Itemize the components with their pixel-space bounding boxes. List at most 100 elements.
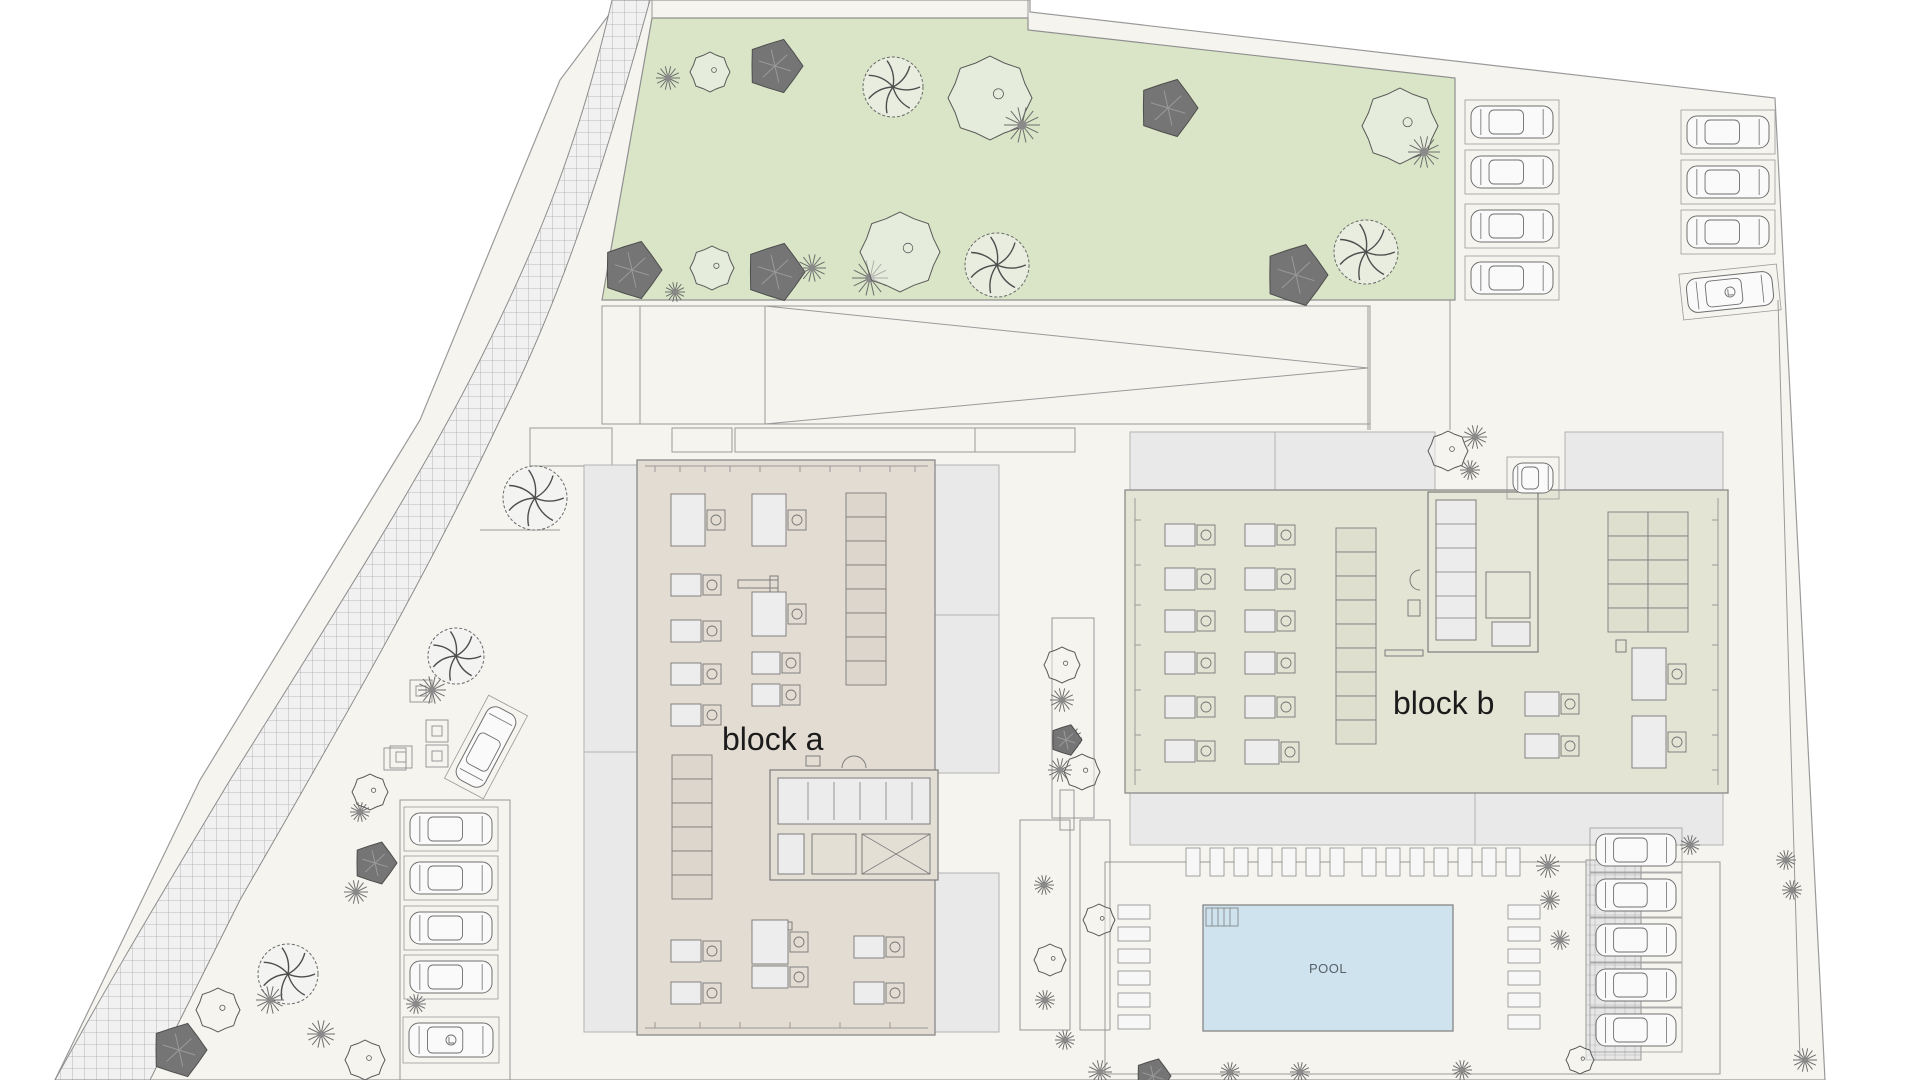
sun-lounger-icon xyxy=(1457,847,1473,877)
tree-icon xyxy=(689,51,731,93)
tree-icon xyxy=(749,242,806,302)
tree-icon xyxy=(859,211,941,293)
desk-icon xyxy=(1244,523,1296,547)
sun-lounger-icon xyxy=(1433,847,1449,877)
tree-icon xyxy=(1565,1045,1595,1075)
tree-icon xyxy=(1782,880,1802,900)
tree-layer xyxy=(155,38,1817,1080)
desk-icon xyxy=(1164,523,1216,547)
block-b-solar-array-1 xyxy=(1335,527,1377,745)
desk-icon xyxy=(1164,567,1216,591)
desk-icon xyxy=(751,965,809,989)
car-icon xyxy=(1506,456,1560,500)
desk-icon xyxy=(670,703,722,727)
block-b-solar-array-2 xyxy=(1607,511,1689,633)
car-icon xyxy=(1589,917,1683,963)
sun-lounger-icon xyxy=(1507,948,1541,964)
car-layer xyxy=(402,99,1782,1064)
tree-icon xyxy=(1220,1062,1240,1080)
sun-lounger-icon xyxy=(1507,926,1541,942)
block-a-terrace-east-2 xyxy=(934,614,1000,774)
desk-icon xyxy=(1244,651,1296,675)
tree-icon xyxy=(1550,930,1570,950)
desk-icon xyxy=(1244,695,1296,719)
desk-icon xyxy=(1164,739,1216,763)
block-a-terrace-east-3 xyxy=(934,872,1000,1033)
desk-icon xyxy=(670,662,722,686)
car-icon xyxy=(403,806,499,852)
tree-icon xyxy=(418,676,446,704)
tree-icon xyxy=(257,943,319,1005)
tree-icon xyxy=(1463,425,1487,449)
sun-lounger-icon xyxy=(1117,992,1151,1008)
tree-icon xyxy=(195,987,241,1033)
desk-icon xyxy=(670,493,726,547)
block-b-terrace-north-2 xyxy=(1274,431,1436,491)
tree-icon xyxy=(344,1039,386,1080)
sun-lounger-icon xyxy=(1233,847,1249,877)
tree-icon xyxy=(502,465,568,531)
tree-icon xyxy=(1033,943,1067,977)
tree-icon xyxy=(1137,1058,1172,1080)
sun-lounger-icon xyxy=(1507,992,1541,1008)
pool-label: POOL xyxy=(1309,961,1347,976)
desk-icon xyxy=(1164,695,1216,719)
tree-icon xyxy=(350,802,370,822)
tree-icon xyxy=(1776,850,1796,870)
tree-icon xyxy=(1063,753,1101,791)
car-icon xyxy=(1464,255,1560,301)
desk-icon xyxy=(1244,609,1296,633)
tree-icon xyxy=(1043,646,1081,684)
sun-lounger-icon xyxy=(1481,847,1497,877)
car-icon xyxy=(1464,203,1560,249)
sun-lounger-icon xyxy=(1507,904,1541,920)
block-a-terrace-east-1 xyxy=(934,464,1000,616)
desk-icon xyxy=(1631,715,1687,769)
tree-icon xyxy=(344,880,368,904)
tree-icon xyxy=(1793,1048,1817,1072)
desk-icon xyxy=(1524,691,1580,717)
tree-icon xyxy=(256,986,284,1014)
tree-icon xyxy=(798,254,826,282)
desk-icon xyxy=(1164,609,1216,633)
desk-icon xyxy=(1164,651,1216,675)
tree-icon xyxy=(751,38,804,94)
sun-lounger-icon xyxy=(1257,847,1273,877)
tree-icon xyxy=(1427,430,1469,472)
pool-steps xyxy=(1205,907,1239,927)
car-icon xyxy=(403,855,499,901)
sun-lounger-icon xyxy=(1361,847,1377,877)
tree-icon xyxy=(1460,460,1480,480)
desk-icon xyxy=(751,651,801,675)
tree-icon xyxy=(1082,903,1116,937)
tree-icon xyxy=(606,240,663,300)
tree-icon xyxy=(1004,107,1040,143)
tree-icon xyxy=(155,1022,208,1078)
block-b-terrace-north-3 xyxy=(1564,431,1724,491)
tree-icon xyxy=(665,282,685,302)
car-icon xyxy=(403,954,499,1000)
car-icon xyxy=(402,1016,500,1064)
sun-lounger-icon xyxy=(1505,847,1521,877)
sun-lounger-icon xyxy=(1507,970,1541,986)
lounger-layer xyxy=(1117,847,1541,1030)
tree-icon xyxy=(406,994,426,1014)
sun-lounger-icon xyxy=(1117,926,1151,942)
car-icon xyxy=(1589,962,1683,1008)
block-a-terrace-west-2 xyxy=(583,751,638,1033)
sun-lounger-icon xyxy=(1117,1014,1151,1030)
tree-icon xyxy=(964,232,1030,298)
tree-icon xyxy=(689,245,735,291)
desk-layer xyxy=(670,493,1687,1005)
block-a-terrace-west-1 xyxy=(583,464,638,753)
desk-icon xyxy=(1244,739,1300,765)
sun-lounger-icon xyxy=(1305,847,1321,877)
car-icon xyxy=(1680,109,1776,155)
car-icon xyxy=(1680,209,1776,255)
tree-icon xyxy=(1034,875,1054,895)
car-icon xyxy=(403,905,499,951)
tree-icon xyxy=(1142,78,1199,138)
desk-icon xyxy=(751,591,807,637)
paved-walkway xyxy=(54,0,651,1080)
